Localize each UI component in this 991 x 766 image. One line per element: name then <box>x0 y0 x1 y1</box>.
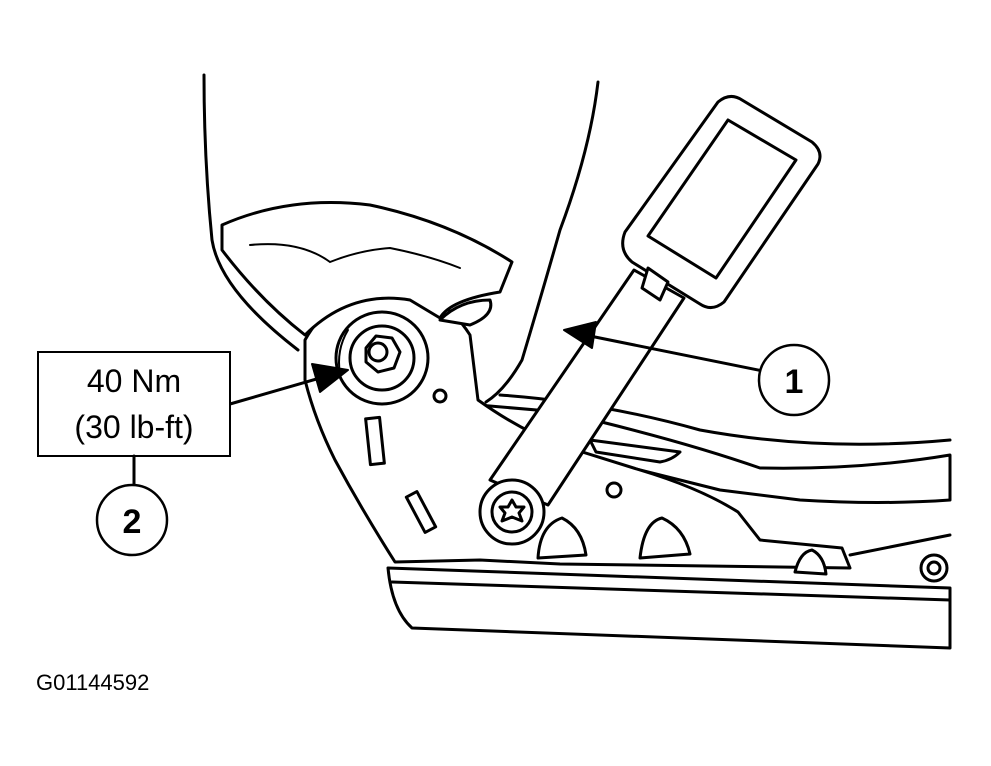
callout-2: 2 <box>95 483 169 557</box>
torque-imperial-label: (30 lb-ft) <box>74 409 193 445</box>
hinge-bracket <box>303 283 852 576</box>
torque-leader <box>228 363 349 406</box>
seat-track-rail <box>386 566 952 650</box>
torque-spec-box: 40 Nm (30 lb-ft) <box>37 351 231 486</box>
callout-1-number: 1 <box>785 363 804 401</box>
callout-2-number: 2 <box>123 503 142 541</box>
hinge-bolt <box>334 310 430 406</box>
rear-pivot <box>848 533 952 583</box>
seat-back <box>202 73 600 404</box>
torque-metric-label: 40 Nm <box>87 363 181 399</box>
buckle-anchor-bolt <box>478 478 546 546</box>
callout-1-leader <box>563 321 770 374</box>
figure-id: G01144592 <box>36 670 149 695</box>
callout-1: 1 <box>757 343 831 417</box>
